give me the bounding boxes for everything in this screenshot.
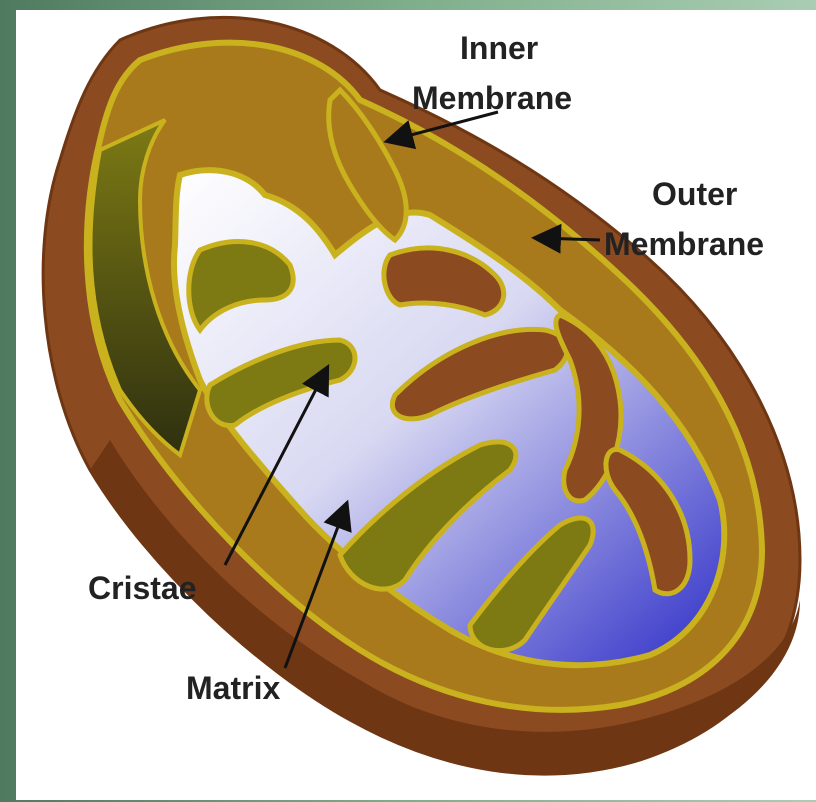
matrix-label: Matrix — [186, 670, 280, 706]
outer-membrane-label-line2: Membrane — [604, 226, 764, 262]
cristae-label: Cristae — [88, 570, 197, 606]
inner-membrane-label-line1: Inner — [460, 30, 538, 66]
outer-membrane-label-line1: Outer — [652, 176, 737, 212]
inner-membrane-label: Inner — [460, 30, 538, 66]
outer-membrane-label-2: Membrane — [604, 226, 764, 262]
cristae-label-text: Cristae — [88, 570, 197, 606]
outer-membrane-arrow — [540, 238, 600, 240]
inner-membrane-label-2: Membrane — [412, 80, 572, 116]
outer-membrane-label: Outer — [652, 176, 737, 212]
inner-membrane-label-line2: Membrane — [412, 80, 572, 116]
matrix-label-text: Matrix — [186, 670, 280, 706]
